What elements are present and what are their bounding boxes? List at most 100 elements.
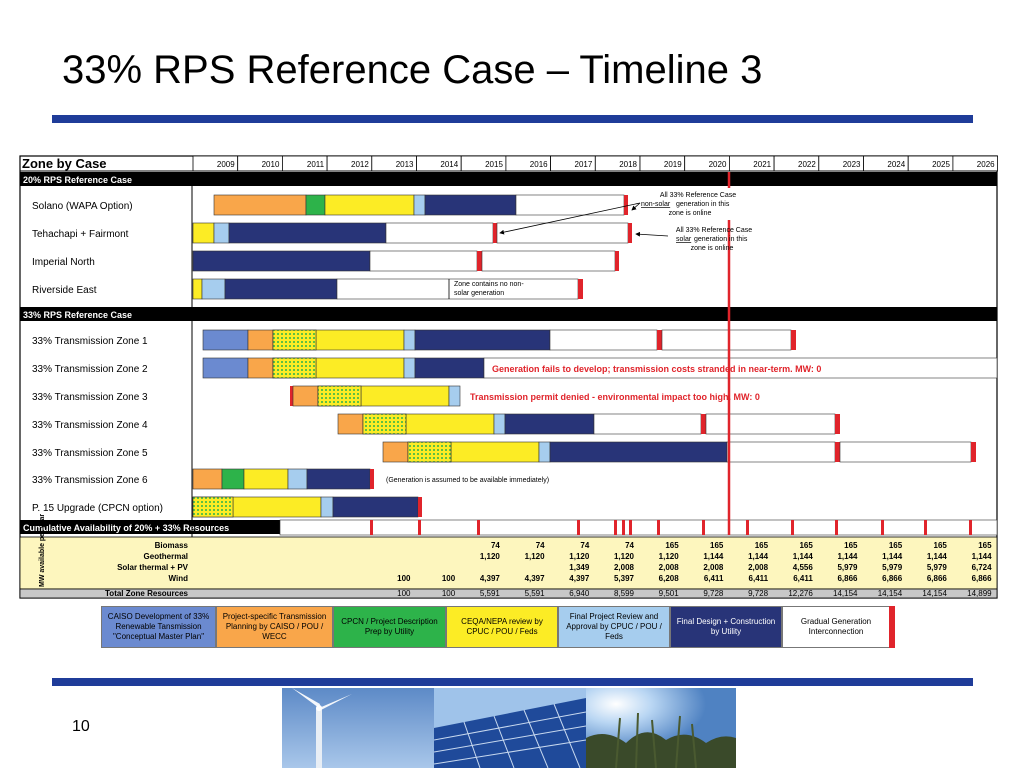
mw-value: 1,144 [882, 552, 903, 561]
row-label: 33% Transmission Zone 1 [32, 336, 148, 347]
mw-value: 6,866 [972, 574, 993, 583]
cumulative-online-tick [629, 520, 632, 535]
segment-gradual [839, 441, 972, 463]
segment-online [477, 251, 482, 271]
legend-item-caiso: CAISO Development of 33% Renewable Tansm… [101, 606, 216, 648]
mw-value: 1,120 [480, 552, 501, 561]
annotation-arrow [631, 202, 641, 211]
mw-value: 6,411 [749, 574, 769, 583]
mw-value: 1,349 [569, 563, 590, 572]
cumulative-online-tick [835, 520, 838, 535]
mw-value: 6,724 [972, 563, 993, 572]
mw-value: 165 [755, 541, 769, 550]
section-20-bar [20, 172, 997, 186]
mw-row-label: Solar thermal + PV [117, 563, 189, 572]
segment-final-review [287, 468, 308, 490]
segment-final-review [538, 441, 551, 463]
footer-rule [52, 678, 973, 686]
year-label: 2015 [485, 160, 503, 169]
segment-planning [247, 357, 274, 379]
mw-value: 4,556 [793, 563, 814, 572]
segment-ceqa [360, 385, 450, 407]
mw-value: 2,008 [614, 563, 635, 572]
segment-online [791, 330, 796, 350]
mw-value: 74 [625, 541, 634, 550]
segment-planning [213, 194, 307, 216]
mw-value: 5,397 [614, 574, 635, 583]
segment-gradual [726, 441, 836, 463]
year-label: 2013 [396, 160, 414, 169]
segment-design-construction [414, 329, 551, 351]
segment-gradual [549, 329, 658, 351]
total-value: 9,728 [748, 589, 769, 598]
segment-ceqa [192, 222, 215, 244]
mw-value: 5,979 [927, 563, 948, 572]
legend-online-marker [889, 606, 895, 648]
cumulative-online-tick [702, 520, 705, 535]
segment-ceqa [315, 329, 405, 351]
segment-planning [292, 385, 319, 407]
segment-design-construction [414, 357, 485, 379]
segment-cpcn-dotted [272, 357, 317, 379]
segment-gradual [496, 222, 629, 244]
segment-online [418, 497, 422, 517]
solar-panel-photo [434, 688, 586, 768]
crop-field-photo [586, 688, 736, 768]
year-label: 2018 [619, 160, 637, 169]
segment-design-construction [424, 194, 517, 216]
segment-cpcn-dotted [317, 385, 362, 407]
annotation-text: generation in this [676, 201, 730, 208]
mw-value: 1,120 [569, 552, 590, 561]
segment-online [835, 442, 840, 462]
year-label: 2014 [440, 160, 458, 169]
mw-value: 2,008 [703, 563, 724, 572]
total-value: 12,276 [788, 589, 813, 598]
legend-item-cpcn: CPCN / Project Description Prep by Utili… [333, 606, 446, 648]
mw-value: 74 [491, 541, 500, 550]
cumulative-bar [279, 519, 998, 536]
zone-by-case-label: Zone by Case [22, 156, 107, 171]
segment-online [835, 414, 840, 434]
section-cumulative-label: Cumulative Availability of 20% + 33% Res… [23, 523, 229, 533]
segment-design-construction [224, 278, 338, 300]
segment-ceqa [192, 278, 203, 300]
total-value: 14,154 [833, 589, 858, 598]
segment-final-review [213, 222, 230, 244]
total-value: 14,154 [878, 589, 903, 598]
cumulative-online-tick [791, 520, 794, 535]
year-label: 2023 [843, 160, 861, 169]
total-row-label: Total Zone Resources [105, 589, 189, 598]
segment-online [657, 330, 662, 350]
segment-final-review [403, 357, 416, 379]
year-label: 2017 [575, 160, 593, 169]
row-label: 33% Transmission Zone 3 [32, 392, 148, 403]
cumulative-online-tick [746, 520, 749, 535]
year-label: 2024 [887, 160, 905, 169]
segment-design-construction [504, 413, 595, 435]
annotation-text: All 33% Reference Case [676, 227, 752, 234]
mw-value: 165 [889, 541, 903, 550]
segment-planning [192, 468, 223, 490]
mw-value: 1,144 [927, 552, 948, 561]
annotation-arrow [635, 231, 669, 237]
mw-value: 1,144 [793, 552, 814, 561]
page-number: 10 [72, 718, 90, 735]
mw-value: 6,866 [882, 574, 903, 583]
mw-value: 165 [799, 541, 813, 550]
segment-design-construction [228, 222, 387, 244]
segment-cpcn [305, 194, 326, 216]
segment-planning [337, 413, 364, 435]
segment-caiso [202, 357, 249, 379]
mw-row-label: Geothermal [144, 552, 188, 561]
segment-final-review [320, 496, 334, 518]
segment-online [701, 414, 706, 434]
segment-gradual [661, 329, 792, 351]
segment-final-review [448, 385, 461, 407]
mw-value: 1,120 [659, 552, 680, 561]
annotation-text: non-solar [641, 201, 671, 208]
row-label: Solano (WAPA Option) [32, 201, 133, 212]
segment-planning [382, 441, 409, 463]
total-value: 9,728 [703, 589, 724, 598]
segment-online [615, 251, 619, 271]
segment-gradual [593, 413, 702, 435]
